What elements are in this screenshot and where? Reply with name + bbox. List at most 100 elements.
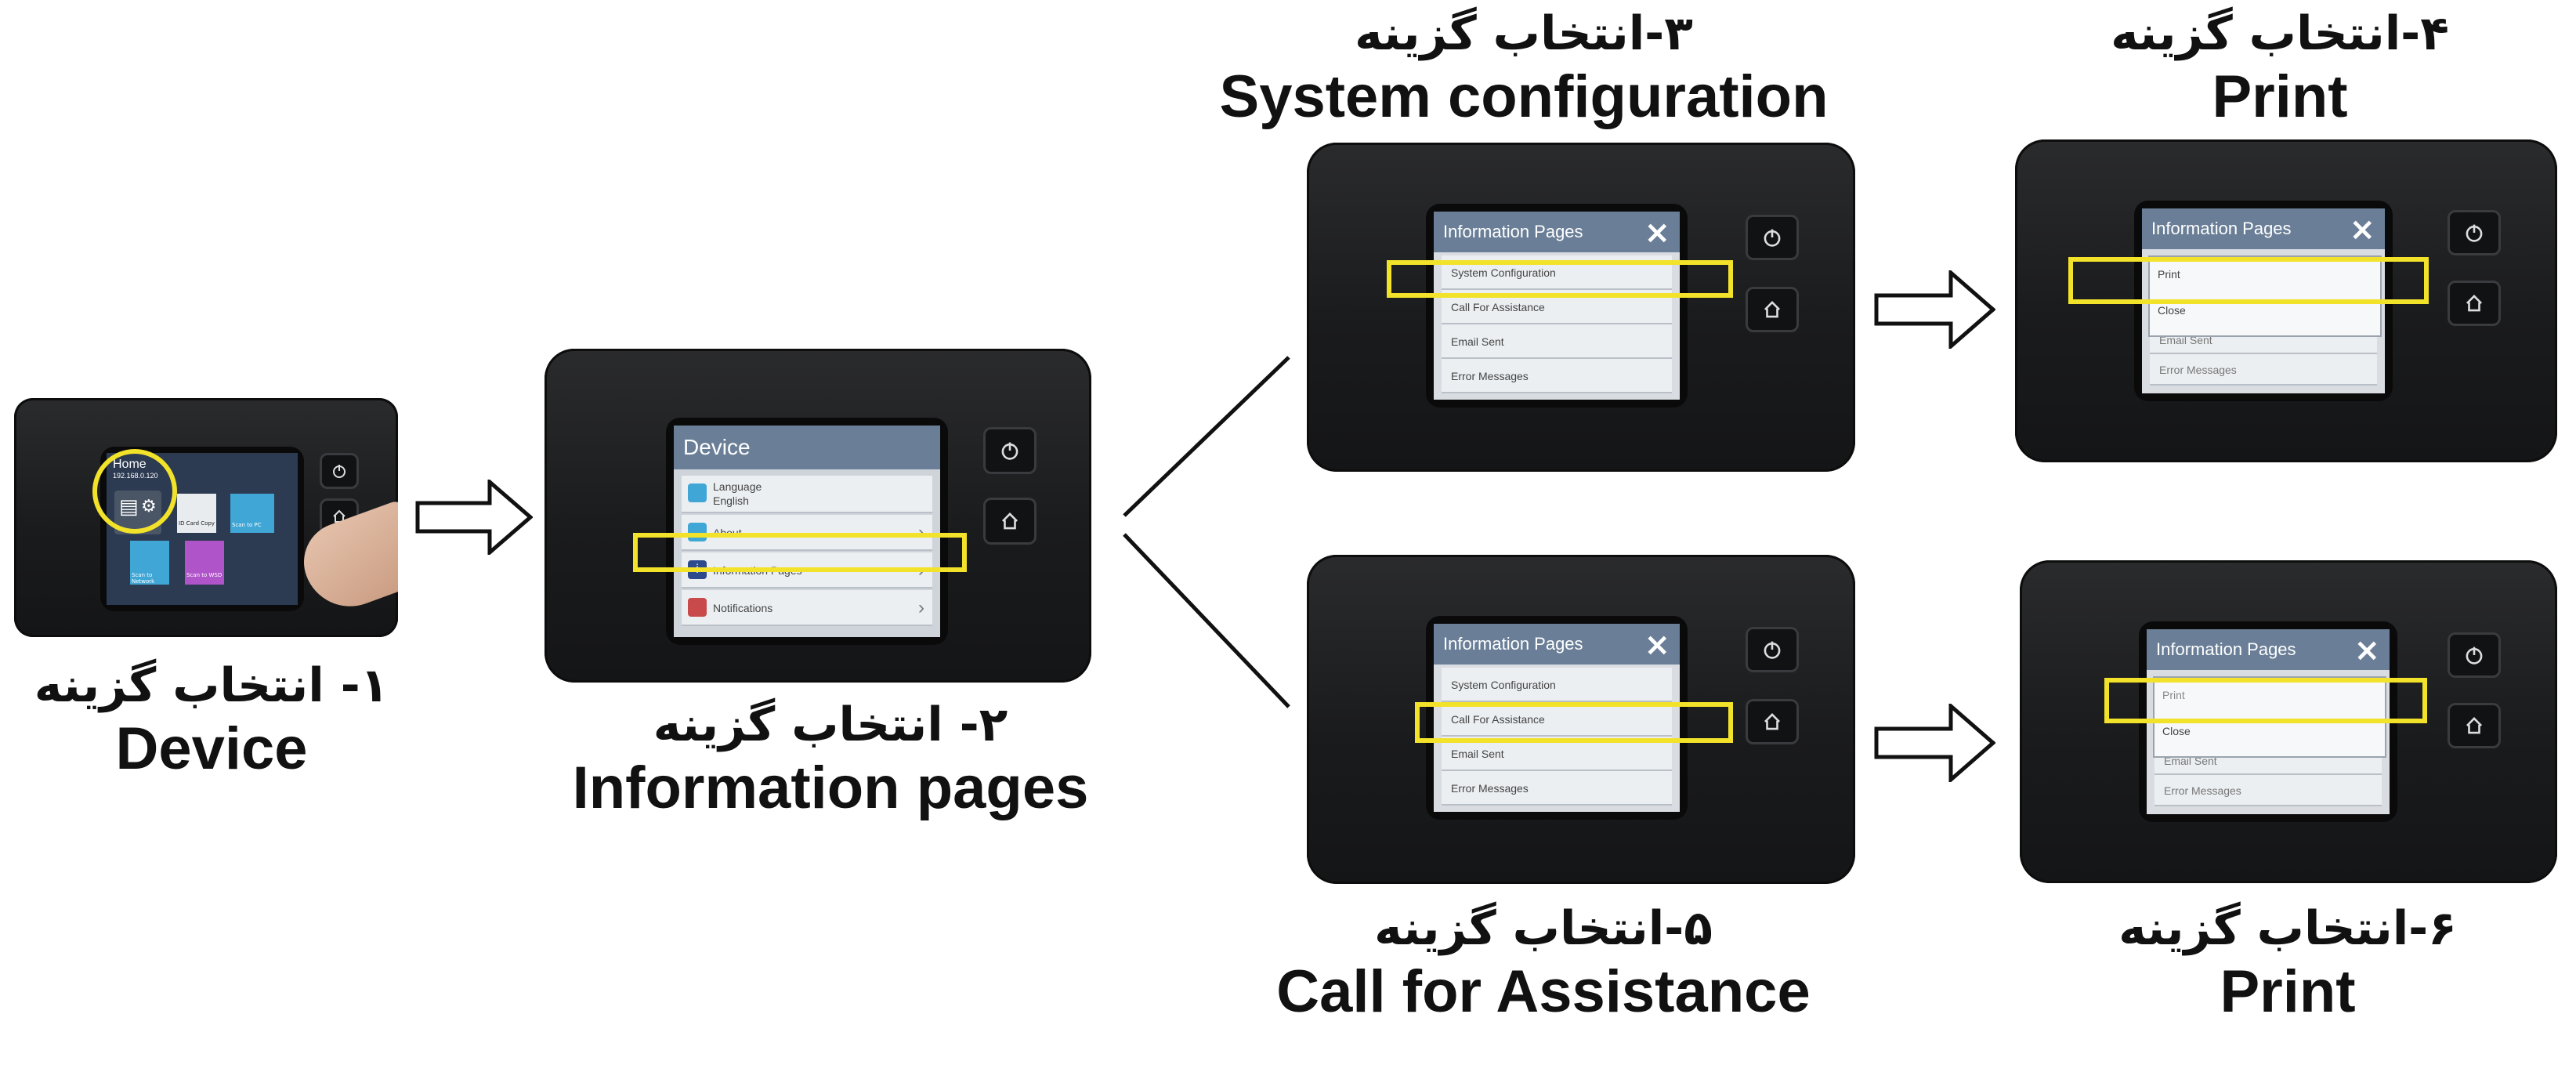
close-icon[interactable]: × [2353, 632, 2380, 668]
row-notifications[interactable]: Notifications › [682, 590, 932, 626]
row-system-configuration[interactable]: System Configuration [1442, 668, 1672, 702]
caption-step-5: ۵-انتخاب گزینه Call for Assistance [1230, 901, 1857, 1027]
home-button[interactable] [1746, 287, 1799, 332]
caption-step-2: ۲- انتخاب گزینه Information pages [541, 697, 1120, 823]
caption-english: Device [115, 715, 308, 782]
caption-step-3: ۳-انتخاب گزینه System configuration [1199, 6, 1849, 132]
power-icon [1764, 641, 1781, 659]
branch-lines [1123, 356, 1290, 708]
info-icon [688, 523, 707, 541]
power-icon [2466, 224, 2483, 242]
scan-to-wsd-tile[interactable]: Scan to WSD [185, 541, 224, 585]
caption-english: Print [2212, 63, 2348, 130]
row-value: English [713, 494, 749, 507]
chevron-right-icon: › [918, 597, 924, 618]
screen-title: Device [674, 426, 940, 469]
screen-title: Information Pages [2142, 208, 2385, 249]
home-button[interactable] [1746, 699, 1799, 744]
language-icon [688, 483, 707, 502]
panel-step-2-device: Device Language English About › i Inform… [545, 349, 1091, 683]
chevron-right-icon: › [918, 522, 924, 543]
row-error-messages[interactable]: Error Messages [1442, 359, 1672, 393]
flag-icon [688, 598, 707, 617]
print-popup: Print Close [2153, 676, 2386, 758]
power-button[interactable] [1746, 215, 1799, 260]
home-button[interactable] [983, 498, 1037, 545]
arrow-step-1-to-2 [415, 480, 533, 555]
close-icon[interactable]: × [1644, 215, 1670, 251]
home-icon [2466, 295, 2483, 312]
close-icon[interactable]: × [2349, 212, 2375, 248]
power-button[interactable] [983, 427, 1037, 474]
row-behind-error-messages: Error Messages [2155, 775, 2382, 806]
scan-to-pc-tile[interactable]: Scan to PC [230, 494, 274, 533]
panel-step-6-print: Information Pages × Email Sent Error Mes… [2020, 560, 2557, 883]
caption-farsi: ۱- انتخاب گزینه [34, 658, 389, 713]
row-email-sent[interactable]: Email Sent [1442, 324, 1672, 359]
panel-step-4-print: Information Pages × Email Sent Error Mes… [2015, 139, 2557, 462]
arrow-step-5-to-6 [1874, 704, 1995, 782]
print-popup: Print Close [2148, 255, 2382, 337]
highlight-information-pages [633, 533, 967, 572]
home-icon [1764, 301, 1781, 318]
caption-step-4: ۴-انتخاب گزینه Print [2006, 6, 2554, 132]
home-icon [1764, 713, 1781, 730]
scan-to-network-tile[interactable]: Scan to Network [130, 541, 169, 585]
home-icon [1001, 512, 1018, 530]
row-behind-error-messages: Error Messages [2150, 354, 2377, 386]
highlight-print [2104, 678, 2427, 723]
row-label: Notifications [713, 602, 773, 614]
option-close[interactable]: Close [2158, 304, 2186, 317]
power-button[interactable] [2448, 632, 2501, 678]
branch-line-upper [1123, 356, 1290, 517]
highlight-call-for-assistance [1415, 702, 1733, 743]
caption-farsi: ۳-انتخاب گزینه [1355, 6, 1693, 61]
screen-device: Device Language English About › i Inform… [674, 426, 940, 637]
tile-label: Scan to WSD [186, 572, 223, 578]
panel-step-3-info-pages: Information Pages × System Configuration… [1307, 143, 1855, 472]
id-card-copy-tile[interactable]: ID Card Copy [177, 494, 216, 533]
row-call-for-assistance[interactable]: Call For Assistance [1442, 702, 1672, 737]
power-button[interactable] [1746, 627, 1799, 672]
caption-english: System configuration [1219, 63, 1829, 130]
caption-english: Call for Assistance [1276, 958, 1811, 1025]
close-icon[interactable]: × [1644, 627, 1670, 663]
power-button[interactable] [320, 453, 359, 489]
power-icon [1764, 229, 1781, 247]
option-close[interactable]: Close [2162, 725, 2191, 737]
caption-farsi: ۲- انتخاب گزینه [653, 697, 1008, 752]
screen-title: Information Pages [1434, 212, 1680, 252]
home-button[interactable] [2448, 281, 2501, 326]
row-error-messages[interactable]: Error Messages [1442, 771, 1672, 806]
option-print[interactable]: Print [2162, 689, 2185, 701]
row-label: Language [713, 480, 762, 493]
highlight-system-configuration [1387, 260, 1733, 298]
home-button[interactable] [2448, 703, 2501, 748]
caption-step-1: ۱- انتخاب گزینه Device [16, 658, 407, 784]
screen-title: Information Pages [2147, 629, 2390, 670]
power-icon [333, 465, 346, 478]
home-icon [2466, 717, 2483, 734]
tile-label: Scan to Network [132, 572, 155, 585]
caption-farsi: ۵-انتخاب گزینه [1374, 901, 1713, 956]
panel-step-5-info-pages: Information Pages × System Configuration… [1307, 555, 1855, 884]
branch-line-lower [1123, 533, 1290, 708]
caption-english: Print [2220, 958, 2356, 1025]
tile-label: Scan to PC [232, 522, 262, 528]
highlight-device-circle [92, 449, 177, 534]
power-button[interactable] [2448, 210, 2501, 255]
caption-english: Information pages [572, 754, 1089, 821]
arrow-step-3-to-4 [1874, 270, 1995, 349]
power-icon [2466, 646, 2483, 665]
option-print[interactable]: Print [2158, 268, 2180, 281]
screen-info-pages-a: Information Pages × System Configuration… [1434, 212, 1680, 400]
power-icon [1001, 442, 1018, 460]
panel-step-1-home: Home 192.168.0.120 ▤ ⚙ ID Card Copy Scan… [14, 398, 398, 637]
screen-title: Information Pages [1434, 624, 1680, 665]
caption-farsi: ۴-انتخاب گزینه [2111, 6, 2449, 61]
caption-farsi: ۶-انتخاب گزینه [2118, 901, 2457, 956]
caption-step-6: ۶-انتخاب گزینه Print [2006, 901, 2570, 1027]
tile-label: ID Card Copy [179, 520, 215, 527]
highlight-print [2068, 257, 2429, 304]
row-language[interactable]: Language English [682, 476, 932, 513]
